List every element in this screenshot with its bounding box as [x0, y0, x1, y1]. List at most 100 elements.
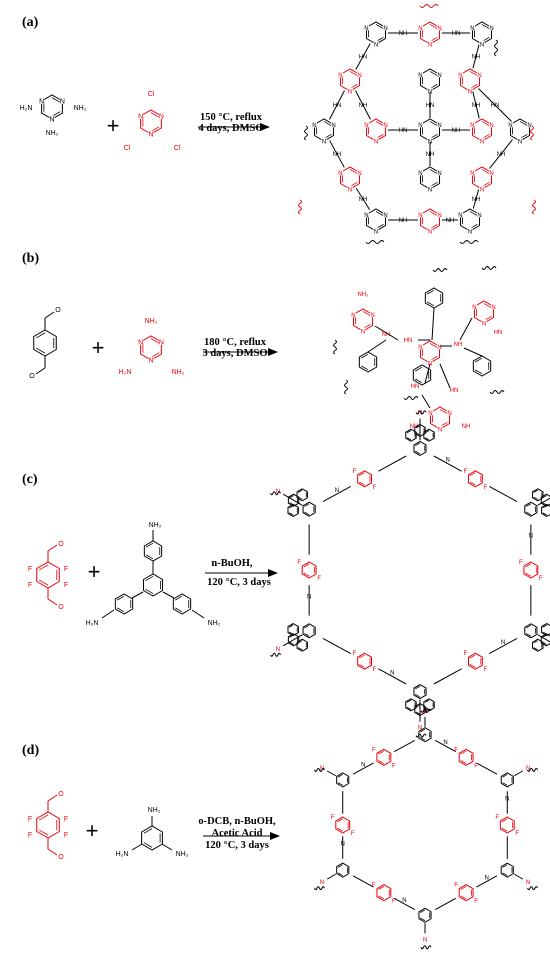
imine-n-label: N	[276, 647, 280, 653]
nitrogen-label: N	[437, 26, 441, 32]
fluorine-label: F	[28, 566, 32, 573]
plus-sign: +	[86, 818, 99, 843]
bond-line	[47, 598, 58, 606]
node-benzene-ring	[500, 772, 514, 788]
extension-bond	[282, 634, 303, 647]
amine-label: NH₂	[172, 369, 185, 376]
amine-label: NH₂	[74, 105, 87, 112]
nitrogen-label: N	[477, 73, 481, 79]
nh-linkage	[472, 91, 480, 119]
bond-line	[463, 347, 483, 357]
nitrogen-label: N	[428, 42, 432, 48]
nitrogen-label: N	[480, 42, 484, 48]
nitrogen-label: N	[437, 171, 441, 177]
nh-linkage	[489, 139, 513, 169]
fluorine-label: F	[454, 883, 458, 889]
nh-linkage	[329, 140, 345, 168]
nitrogen-label: N	[348, 89, 352, 95]
fluorine-label: F	[28, 816, 32, 823]
imine-n-label: N	[341, 842, 345, 848]
imine-bond	[433, 668, 462, 685]
nh-label: NH	[472, 55, 481, 61]
framework-triazine: NNN	[417, 68, 443, 95]
node-benzene-ring	[413, 440, 427, 456]
aminal-network-product: NNNNNNNNNNNNNH₂HNNHNHHNHNNHNHHN	[333, 266, 505, 433]
nh-label: NH	[497, 152, 506, 158]
reaction-arrow-head	[270, 832, 280, 840]
fluorine-label: F	[297, 560, 301, 566]
extension-bond	[326, 770, 337, 777]
nitrogen-label: N	[489, 171, 493, 177]
nitrogen-label: N	[489, 26, 493, 32]
extension-bond	[537, 634, 550, 643]
imine-n-label: N	[526, 880, 530, 886]
amine-label: H₂N	[116, 851, 129, 858]
wavy-bond	[459, 240, 479, 244]
imine-bond	[476, 762, 498, 775]
condition-text: 180 °C, reflux	[204, 337, 267, 348]
nitrogen-label: N	[383, 26, 387, 32]
nitrogen-label: N	[148, 131, 153, 138]
imine-bond	[435, 739, 457, 753]
nitrogen-label: N	[470, 123, 474, 129]
linker-fluoro-ring	[523, 561, 539, 579]
nitrogen-label: N	[418, 123, 422, 129]
nitrogen-label: N	[489, 123, 493, 129]
oxygen-label: O	[58, 854, 64, 861]
plus-sign: +	[107, 113, 120, 138]
bond-line	[47, 848, 58, 856]
imine-bond	[393, 897, 415, 911]
amine-label: H₂N	[119, 369, 132, 376]
nitrogen-label: N	[159, 339, 164, 346]
nitrogen-label: N	[138, 339, 143, 346]
bond-line	[47, 544, 58, 552]
nh-label: HN	[494, 330, 503, 336]
linker-fluoro-ring	[376, 884, 392, 902]
nitrogen-label: N	[437, 345, 441, 351]
wavy-bond	[420, 945, 432, 950]
imine-bond	[433, 455, 462, 472]
nitrogen-label: N	[472, 305, 476, 311]
fluorine-label: F	[64, 832, 68, 839]
extension-bond	[537, 497, 550, 506]
fluorine-label: F	[515, 831, 519, 837]
imine-n-label: N	[390, 670, 394, 676]
nh-label: NH	[472, 103, 481, 109]
nh-label: NH	[446, 218, 455, 224]
condition-text: o-DCB, n-BuOH,	[198, 816, 276, 827]
nitrogen-label: N	[322, 139, 326, 145]
bond-line	[367, 339, 387, 353]
amine-label: NH₂	[148, 807, 161, 814]
imine-bond	[393, 739, 415, 753]
linker-fluoro-ring	[357, 470, 373, 488]
nitrogen-label: N	[470, 171, 474, 177]
nh-linkage	[355, 90, 371, 120]
nitrogen-label: N	[39, 98, 44, 105]
nh-label: HN	[452, 31, 461, 37]
nh-linkage	[472, 44, 480, 69]
nh-label: HN	[333, 103, 342, 109]
plus-sign: +	[92, 335, 105, 360]
wavy-bond	[432, 268, 448, 272]
panel-label: (d)	[22, 743, 39, 758]
plus-sign: +	[88, 559, 101, 584]
nitrogen-label: N	[370, 313, 374, 319]
fluorine-label: F	[392, 763, 396, 769]
nitrogen-label: N	[60, 98, 65, 105]
wavy-bond	[415, 410, 427, 415]
nh-label: HN	[411, 384, 420, 390]
bond-line	[131, 843, 143, 851]
bond-line	[101, 609, 115, 619]
